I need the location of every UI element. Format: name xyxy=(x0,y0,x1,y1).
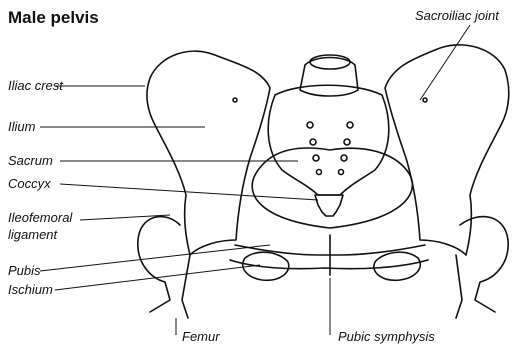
label-ischium: Ischium xyxy=(8,282,53,298)
label-sacrum: Sacrum xyxy=(8,153,53,169)
label-ligament: ligament xyxy=(8,227,57,243)
label-pubis: Pubis xyxy=(8,263,41,279)
label-iliac-crest: Iliac crest xyxy=(8,78,63,94)
diagram-title: Male pelvis xyxy=(8,8,99,28)
label-coccyx: Coccyx xyxy=(8,176,51,192)
sacrum xyxy=(268,85,389,195)
right-femur xyxy=(456,217,508,318)
left-femur xyxy=(138,217,190,318)
coccyx xyxy=(315,195,343,216)
label-ilium: Ilium xyxy=(8,119,35,135)
label-pubic-symphysis: Pubic symphysis xyxy=(338,329,435,345)
label-femur: Femur xyxy=(182,329,220,345)
right-ilium xyxy=(385,45,509,255)
label-sacroiliac-joint: Sacroiliac joint xyxy=(415,8,499,24)
left-ilium xyxy=(147,51,270,255)
label-ileofemoral: Ileofemoral xyxy=(8,210,72,226)
